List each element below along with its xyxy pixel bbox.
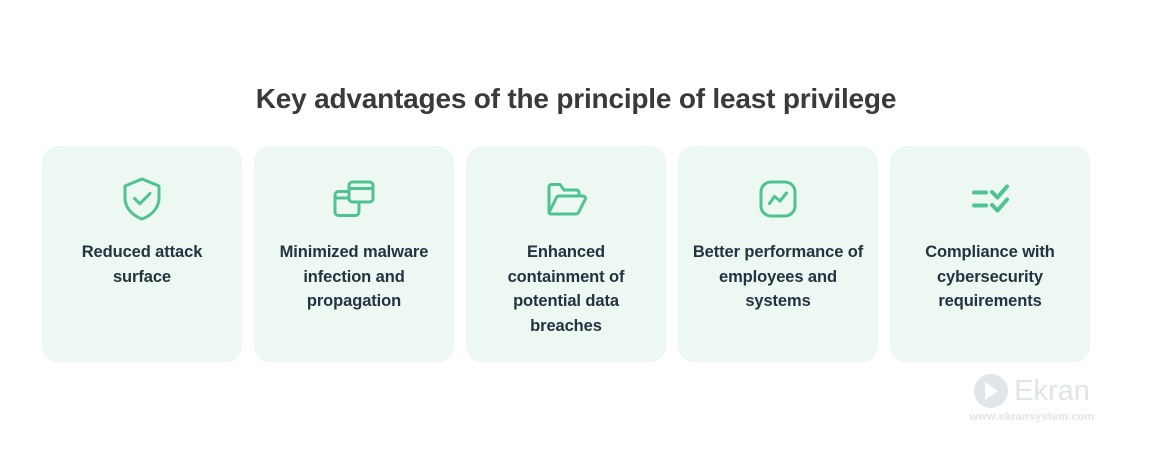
open-folder-icon (539, 172, 593, 226)
advantage-card-reduced-attack-surface: Reduced attack surface (42, 146, 242, 362)
advantage-card-label: Better performance of employees and syst… (692, 243, 864, 310)
activity-square-icon (751, 172, 805, 226)
shield-check-icon (115, 172, 169, 226)
ekran-play-circle-icon (974, 374, 1009, 408)
advantage-cards-row: Reduced attack surface Minimized malware… (42, 146, 1090, 362)
advantage-card-enhanced-containment: Enhanced containment of potential data b… (466, 146, 666, 362)
advantage-card-better-performance: Better performance of employees and syst… (678, 146, 878, 362)
watermark-logo: Ekran (974, 374, 1090, 408)
watermark-brand: Ekran (1014, 375, 1090, 407)
advantage-card-compliance: Compliance with cybersecurity requiremen… (890, 146, 1090, 362)
checklist-icon (963, 172, 1017, 226)
windows-stack-icon (327, 172, 381, 226)
watermark-url: www.ekransystem.com (969, 411, 1095, 423)
advantage-card-label: Enhanced containment of potential data b… (507, 243, 625, 335)
advantage-card-label: Compliance with cybersecurity requiremen… (925, 243, 1055, 310)
page-title: Key advantages of the principle of least… (255, 83, 897, 114)
advantage-card-label: Minimized malware infection and propagat… (279, 243, 429, 310)
advantage-card-minimized-malware: Minimized malware infection and propagat… (254, 146, 454, 362)
advantage-card-label: Reduced attack surface (81, 243, 203, 286)
watermark: Ekran www.ekransystem.com (962, 374, 1102, 426)
